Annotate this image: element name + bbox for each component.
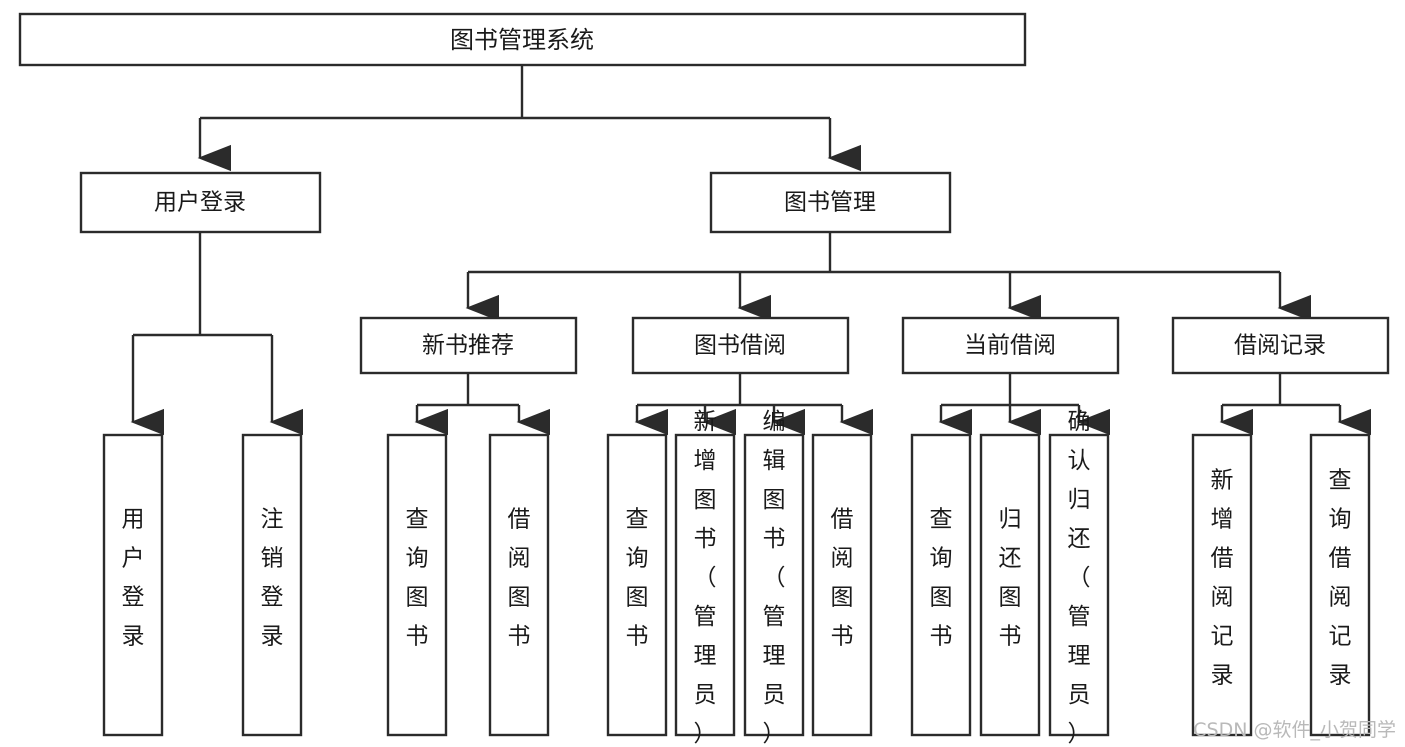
leaf-node-user-login-2[interactable]: 注销登录 xyxy=(241,433,303,737)
node-current-borrow-label: 当前借阅 xyxy=(964,333,1056,359)
leaf-node-user-login-1[interactable]: 用户登录 xyxy=(102,433,164,737)
leaf-node-new-book-2[interactable]: 借阅图书 xyxy=(488,433,550,737)
leaf-box xyxy=(674,433,736,737)
node-book-management[interactable]: 图书管理 xyxy=(709,171,952,234)
leaf-node-book-borrow-2[interactable]: 新增图书（管理员） xyxy=(674,409,736,747)
leaf-label: 查询图书 xyxy=(406,507,429,650)
leaf-box xyxy=(811,433,873,737)
leaf-box xyxy=(386,433,448,737)
leaf-node-borrow-record-2[interactable]: 查询借阅记录 xyxy=(1309,433,1371,737)
node-current-borrow-box xyxy=(901,316,1120,375)
leaf-label: 查询图书 xyxy=(626,507,649,650)
node-user-login-box xyxy=(79,171,322,234)
leaf-node-book-borrow-3[interactable]: 编辑图书（管理员） xyxy=(743,409,805,747)
node-book-borrow[interactable]: 图书借阅 xyxy=(631,316,850,375)
node-root-label: 图书管理系统 xyxy=(450,26,594,54)
node-borrow-record-label: 借阅记录 xyxy=(1234,333,1326,359)
node-root-box xyxy=(18,12,1027,67)
leaf-node-borrow-record-1[interactable]: 新增借阅记录 xyxy=(1191,433,1253,737)
leaf-box xyxy=(1309,433,1371,737)
node-new-book-recommend-box xyxy=(359,316,578,375)
leaf-label: 查询图书 xyxy=(930,507,953,650)
leaf-box xyxy=(910,433,972,737)
leaf-label: 借阅图书 xyxy=(508,507,531,650)
leaf-label: 注销登录 xyxy=(261,507,284,650)
node-user-login[interactable]: 用户登录 xyxy=(79,171,322,234)
node-new-book-recommend[interactable]: 新书推荐 xyxy=(359,316,578,375)
leaf-box xyxy=(488,433,550,737)
node-borrow-record[interactable]: 借阅记录 xyxy=(1171,316,1390,375)
node-root-book-management-system[interactable]: 图书管理系统 xyxy=(18,12,1027,67)
leaf-node-current-borrow-2[interactable]: 归还图书 xyxy=(979,433,1041,737)
node-current-borrow[interactable]: 当前借阅 xyxy=(901,316,1120,375)
node-new-book-recommend-label: 新书推荐 xyxy=(422,333,514,359)
node-user-login-label: 用户登录 xyxy=(154,190,246,216)
leaf-node-current-borrow-1[interactable]: 查询图书 xyxy=(910,433,972,737)
watermark-text: CSDN @软件_小贺同学 xyxy=(1193,719,1396,741)
leaf-box xyxy=(606,433,668,737)
leaf-node-current-borrow-3[interactable]: 确认归还（管理员） xyxy=(1048,409,1110,747)
leaf-box xyxy=(979,433,1041,737)
leaf-label: 新增借阅记录 xyxy=(1211,468,1234,689)
leaf-node-new-book-1[interactable]: 查询图书 xyxy=(386,433,448,737)
node-book-management-box xyxy=(709,171,952,234)
leaf-label: 新增图书（管理员） xyxy=(694,409,717,747)
leaf-label: 归还图书 xyxy=(999,507,1022,650)
leaf-label: 编辑图书（管理员） xyxy=(763,409,786,747)
leaf-label: 确认归还（管理员） xyxy=(1068,409,1091,747)
leaf-box xyxy=(102,433,164,737)
leaf-label: 用户登录 xyxy=(122,507,145,650)
node-book-borrow-box xyxy=(631,316,850,375)
node-book-borrow-label: 图书借阅 xyxy=(694,333,786,359)
leaf-label: 查询借阅记录 xyxy=(1329,468,1352,689)
leaf-label: 借阅图书 xyxy=(831,507,854,650)
leaf-box xyxy=(1191,433,1253,737)
node-book-management-label: 图书管理 xyxy=(784,190,876,216)
leaf-box xyxy=(241,433,303,737)
leaf-node-book-borrow-4[interactable]: 借阅图书 xyxy=(811,433,873,737)
leaf-box xyxy=(1048,433,1110,737)
node-borrow-record-box xyxy=(1171,316,1390,375)
connector-layer xyxy=(130,65,1372,436)
leaf-node-book-borrow-1[interactable]: 查询图书 xyxy=(606,433,668,737)
leaf-box xyxy=(743,433,805,737)
